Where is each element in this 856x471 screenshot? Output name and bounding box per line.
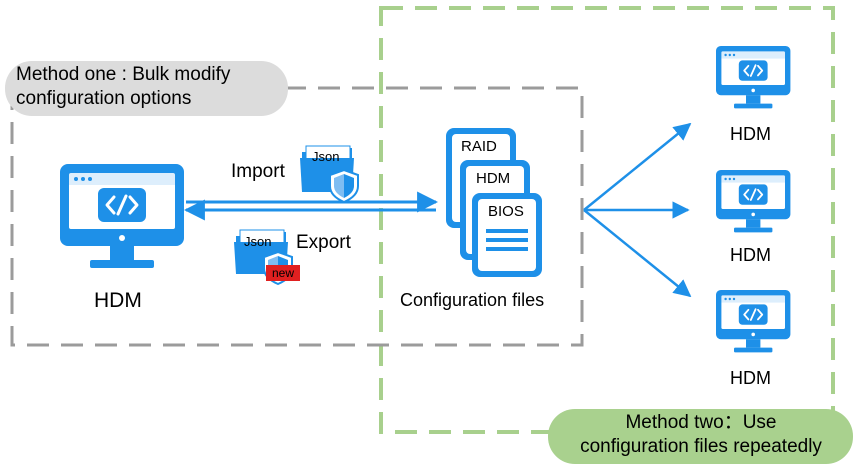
import-json-tag: Json [312,149,340,164]
method-two-pill [548,409,853,464]
config-card-hdm: HDM [476,170,511,187]
arrow-to-target-3 [583,209,692,298]
method-one-pill [5,61,288,116]
config-files-label: Configuration files [400,290,545,310]
config-files-icon [446,128,542,277]
target-hdm-label-1: HDM [730,124,771,144]
target-hdm-label-3: HDM [730,368,771,388]
config-card-raid: RAID [461,138,497,155]
config-card-bios: BIOS [488,203,524,220]
target-monitor-icon-2 [715,169,792,234]
export-json-tag: Json [244,234,272,249]
source-monitor-icon [58,162,186,270]
source-hdm-label: HDM [94,289,142,312]
method-one-line2: configuration options [16,88,192,109]
method-one-frame [10,86,584,347]
target-monitor-icon-1 [715,45,792,110]
export-label: Export [296,232,351,253]
method-two-line1: Method two：Use [625,412,777,433]
method-two-label: Method two：Use configuration files repea… [556,411,846,459]
arrow-to-target-1 [583,122,692,211]
method-one-line1: Method one : Bulk modify [16,64,231,85]
method-two-line2: configuration files repeatedly [580,436,822,457]
method-one-label: Method one : Bulk modify configuration o… [16,63,230,111]
import-label: Import [231,161,285,182]
export-folder-icon [234,229,300,286]
target-hdm-label-2: HDM [730,245,771,265]
new-badge-text: new [272,266,295,280]
import-folder-icon [300,145,359,204]
new-badge [266,265,300,281]
target-monitor-icon-3 [715,289,792,354]
